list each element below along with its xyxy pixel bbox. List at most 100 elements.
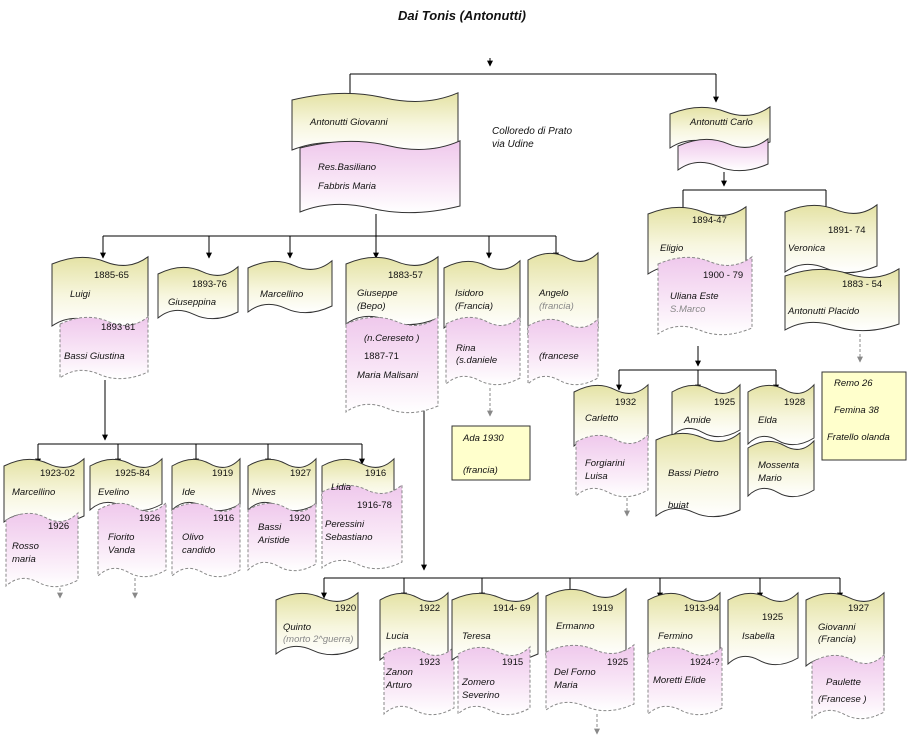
marcellino1-box <box>247 259 333 314</box>
lucia-name: Lucia <box>386 631 409 642</box>
teresa-husband-name1: Zomero <box>462 677 495 688</box>
giuseppe-nickname: (Bepo) <box>357 301 386 312</box>
elda-husband-name2: Mario <box>758 473 782 484</box>
angelo-note: (francia) <box>539 301 574 312</box>
lucia-husband-years: 1923 <box>419 657 441 668</box>
isidoro-wife-name: Rina <box>456 343 476 354</box>
giuseppe-wife-years: 1887-71 <box>364 351 399 362</box>
giuseppe-wife-name: Maria Malisani <box>357 370 419 381</box>
lidia-years: 1916 <box>365 468 387 479</box>
evelino-wife-name2: Vanda <box>108 545 136 556</box>
amide-years: 1925 <box>714 397 736 408</box>
fermino-wife-name: Moretti Elide <box>653 675 706 686</box>
marcellino2-wife-years: 1926 <box>48 521 70 532</box>
giovanni-wife-name: Fabbris Maria <box>318 181 377 192</box>
eligio-wife-name: Uliana Este <box>670 291 719 302</box>
lidia-name: Lidia <box>331 482 352 493</box>
eligio-wife-place: S.Marco <box>670 304 706 315</box>
fermino-wife-years: 1924-? <box>690 657 720 668</box>
teresa-husband-box <box>457 645 531 716</box>
isabella-years: 1925 <box>762 612 784 623</box>
giovanni2-wife-name1: Paulette <box>826 677 861 688</box>
elda-years: 1928 <box>784 397 806 408</box>
carletto-wife-box <box>575 433 649 498</box>
ide-husband-name2: candido <box>182 545 216 556</box>
eligio-wife-box <box>657 255 753 336</box>
teresa-name: Teresa <box>462 631 491 642</box>
eligio-years: 1894-47 <box>692 215 727 226</box>
carlo-wife-box <box>677 137 769 172</box>
giovanni2-wife-box <box>811 653 885 720</box>
placido-years: 1883 - 54 <box>842 279 883 290</box>
veronica-years: 1891- 74 <box>828 225 866 236</box>
marcellino2-years: 1923-02 <box>40 468 75 479</box>
quinto-name: Quinto <box>283 622 311 633</box>
carlo-name: Antonutti Carlo <box>690 117 753 128</box>
remo-line1: Remo 26 <box>834 378 873 389</box>
angelo-wife-box <box>527 317 599 386</box>
angelo-name: Angelo <box>539 288 569 299</box>
giuseppe-wife-origin: (n.Cereseto ) <box>364 333 420 344</box>
lidia-husband-name2: Sebastiano <box>325 532 373 543</box>
origin-note-line2: via Udine <box>492 139 534 150</box>
lucia-husband-box <box>383 645 455 716</box>
ermanno-wife-name1: Del Forno <box>554 667 596 678</box>
giuseppe-wife-box <box>345 315 439 414</box>
elda-box <box>747 383 815 446</box>
luigi-box <box>51 255 149 328</box>
nives-box <box>247 457 317 512</box>
veronica-box <box>784 203 878 274</box>
origin-note-line1: Colloredo di Prato <box>492 126 573 137</box>
ide-husband-box <box>171 501 241 578</box>
fermino-years: 1913-94 <box>684 603 719 614</box>
amide-husband-box <box>655 431 741 518</box>
luigi-wife-name: Bassi Giustina <box>64 351 125 362</box>
quinto-note: (morto 2^guerra) <box>283 634 354 645</box>
placido-name: Antonutti Placido <box>788 306 860 317</box>
elda-husband-box <box>747 439 815 498</box>
remo-note-box <box>821 371 907 461</box>
teresa-husband-name2: Severino <box>462 690 500 701</box>
nives-husband-name2: Aristide <box>258 535 290 546</box>
amide-husband-place: buiat <box>668 500 689 511</box>
isidoro-wife-place: (s.daniele <box>456 355 498 366</box>
giovanni-name: Antonutti Giovanni <box>310 117 388 128</box>
veronica-name: Veronica <box>788 243 826 254</box>
lidia-husband-name1: Peressini <box>325 519 365 530</box>
carletto-wife-name2: Luisa <box>585 471 608 482</box>
remo-line2: Femina 38 <box>834 405 879 416</box>
marcellino2-name: Marcellino <box>12 487 56 498</box>
marcellino1-name: Marcellino <box>260 289 304 300</box>
isidoro-wife-box <box>445 315 521 386</box>
teresa-years: 1914- 69 <box>493 603 531 614</box>
marcellino2-wife-name2: maria <box>12 554 36 565</box>
giovanni2-name: Giovanni <box>818 622 856 633</box>
amide-name: Amide <box>684 415 711 426</box>
nives-husband-years: 1920 <box>289 513 311 524</box>
amide-husband-name: Bassi Pietro <box>668 468 719 479</box>
nives-years: 1927 <box>290 468 312 479</box>
ermanno-years: 1919 <box>592 603 614 614</box>
marcellino2-wife-name1: Rosso <box>12 541 39 552</box>
luigi-wife-years: 1893 61 <box>101 322 136 333</box>
ermanno-name: Ermanno <box>556 621 595 632</box>
fermino-name: Fermino <box>658 631 693 642</box>
elda-name: Elda <box>758 415 778 426</box>
evelino-wife-box <box>97 501 167 578</box>
evelino-years: 1925-84 <box>115 468 150 479</box>
evelino-wife-years: 1926 <box>139 513 161 524</box>
quinto-years: 1920 <box>335 603 357 614</box>
ermanno-wife-box <box>545 643 635 712</box>
remo-line3: Fratello olanda <box>827 432 890 443</box>
giovanni2-wife-name2: (Francese ) <box>818 694 867 705</box>
eligio-wife-years: 1900 - 79 <box>703 270 744 281</box>
giovanni-wife-residence: Res.Basiliano <box>318 162 377 173</box>
person-boxes <box>3 92 907 720</box>
fermino-wife-box <box>647 645 723 716</box>
ide-years: 1919 <box>212 468 234 479</box>
nives-husband-box <box>247 501 317 572</box>
lucia-husband-name2: Arturo <box>386 680 412 691</box>
evelino-wife-name1: Fiorito <box>108 532 135 543</box>
luigi-wife-box <box>59 315 149 380</box>
